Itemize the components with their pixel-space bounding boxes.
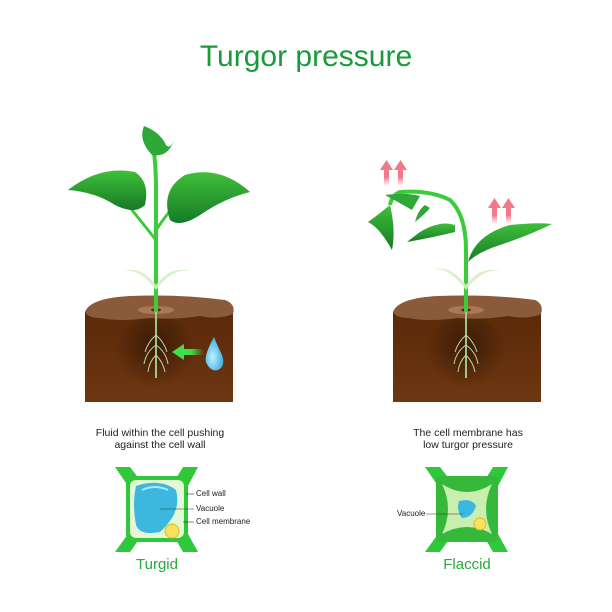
healthy-plant-icon	[68, 126, 250, 402]
right-caption-line2: low turgor pressure	[423, 439, 513, 451]
flaccid-cell-icon	[425, 467, 508, 552]
wilted-plant-icon	[368, 189, 552, 402]
left-caption-line2: against the cell wall	[114, 439, 206, 451]
flaccid-label: Flaccid	[443, 556, 491, 573]
left-caption-line1: Fluid within the cell pushing	[95, 427, 225, 439]
page-title: Turgor pressure	[199, 40, 413, 73]
right-caption-line1: The cell membrane has	[413, 427, 523, 439]
up-arrows-icon	[380, 160, 515, 224]
turgid-cell-icon	[115, 467, 198, 552]
left-caption: Fluid within the cell pushing against th…	[60, 427, 260, 451]
arrow-left-icon	[172, 344, 204, 360]
water-drop-icon	[205, 337, 224, 371]
label-cell-wall: Cell wall	[196, 489, 226, 498]
right-caption: The cell membrane has low turgor pressur…	[368, 427, 568, 451]
turgid-label: Turgid	[136, 556, 178, 573]
roots-icon	[453, 312, 479, 378]
label-vacuole-flaccid: Vacuole	[397, 509, 426, 518]
label-vacuole-turgid: Vacuole	[196, 504, 225, 513]
label-cell-membrane: Cell membrane	[196, 517, 251, 526]
roots-icon	[143, 312, 169, 378]
